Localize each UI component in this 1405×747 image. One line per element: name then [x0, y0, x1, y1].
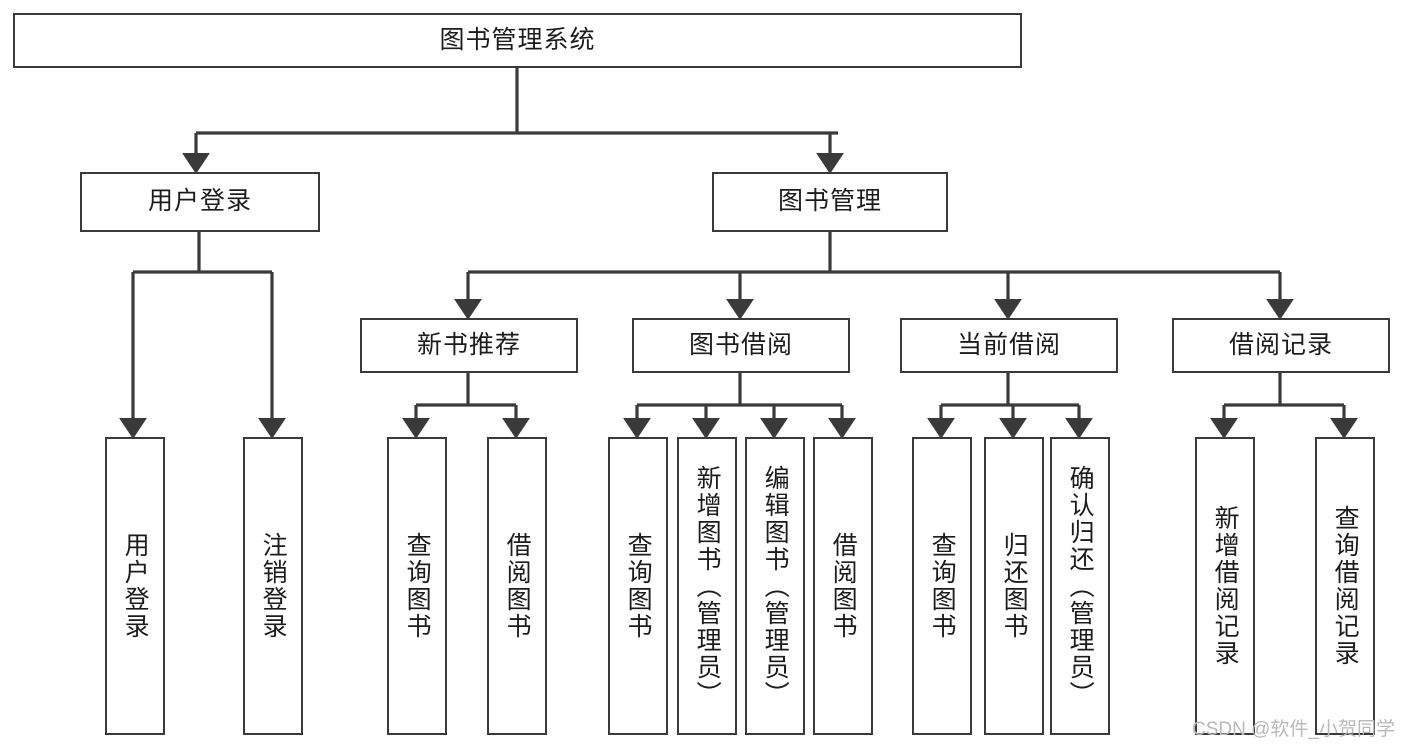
node-leaf-borrow-book-recommend-label: 借阅图书 [503, 532, 532, 640]
node-leaf-borrow-book-label: 借阅图书 [829, 532, 858, 640]
node-user-login-label: 用户登录 [147, 187, 252, 216]
node-leaf-query-book-borrow-label: 查询图书 [624, 532, 653, 640]
node-borrow-record-label: 借阅记录 [1228, 330, 1333, 359]
node-leaf-edit-book[interactable]: 编辑图书（管理员） [745, 437, 805, 735]
node-current-borrow-label: 当前借阅 [956, 330, 1061, 359]
node-leaf-confirm-return-label: 确认归还（管理员） [1066, 464, 1095, 708]
node-leaf-user-login[interactable]: 用户登录 [105, 437, 165, 735]
node-leaf-borrow-book[interactable]: 借阅图书 [813, 437, 873, 735]
node-leaf-add-borrow-record-label: 新增借阅记录 [1211, 505, 1240, 667]
node-leaf-query-borrow-record-label: 查询借阅记录 [1331, 505, 1360, 667]
node-leaf-query-book-current-label: 查询图书 [928, 532, 957, 640]
node-leaf-add-book-label: 新增图书（管理员） [693, 464, 722, 708]
node-book-management[interactable]: 图书管理 [712, 172, 948, 232]
node-user-login[interactable]: 用户登录 [80, 172, 320, 232]
node-leaf-logout-label: 注销登录 [259, 532, 288, 640]
node-new-book-recommend-label: 新书推荐 [416, 330, 521, 359]
node-leaf-confirm-return[interactable]: 确认归还（管理员） [1050, 437, 1110, 735]
node-current-borrow[interactable]: 当前借阅 [900, 318, 1118, 373]
node-leaf-query-book-recommend-label: 查询图书 [403, 532, 432, 640]
node-leaf-return-book[interactable]: 归还图书 [984, 437, 1044, 735]
node-leaf-user-login-label: 用户登录 [121, 532, 150, 640]
node-root[interactable]: 图书管理系统 [13, 13, 1022, 68]
node-leaf-logout[interactable]: 注销登录 [243, 437, 303, 735]
node-leaf-query-borrow-record[interactable]: 查询借阅记录 [1315, 437, 1375, 735]
node-leaf-return-book-label: 归还图书 [1000, 532, 1029, 640]
node-leaf-query-book-current[interactable]: 查询图书 [912, 437, 972, 735]
node-book-borrow-label: 图书借阅 [688, 330, 793, 359]
node-leaf-edit-book-label: 编辑图书（管理员） [761, 464, 790, 708]
node-new-book-recommend[interactable]: 新书推荐 [360, 318, 578, 373]
node-book-management-label: 图书管理 [777, 187, 882, 216]
node-leaf-query-book-borrow[interactable]: 查询图书 [608, 437, 668, 735]
node-leaf-query-book-recommend[interactable]: 查询图书 [387, 437, 447, 735]
node-root-label: 图书管理系统 [439, 25, 596, 54]
node-leaf-add-book[interactable]: 新增图书（管理员） [677, 437, 737, 735]
node-borrow-record[interactable]: 借阅记录 [1172, 318, 1390, 373]
watermark: CSDN @软件_小贺同学 [1192, 719, 1395, 740]
node-book-borrow[interactable]: 图书借阅 [632, 318, 850, 373]
node-leaf-borrow-book-recommend[interactable]: 借阅图书 [487, 437, 547, 735]
node-leaf-add-borrow-record[interactable]: 新增借阅记录 [1195, 437, 1255, 735]
